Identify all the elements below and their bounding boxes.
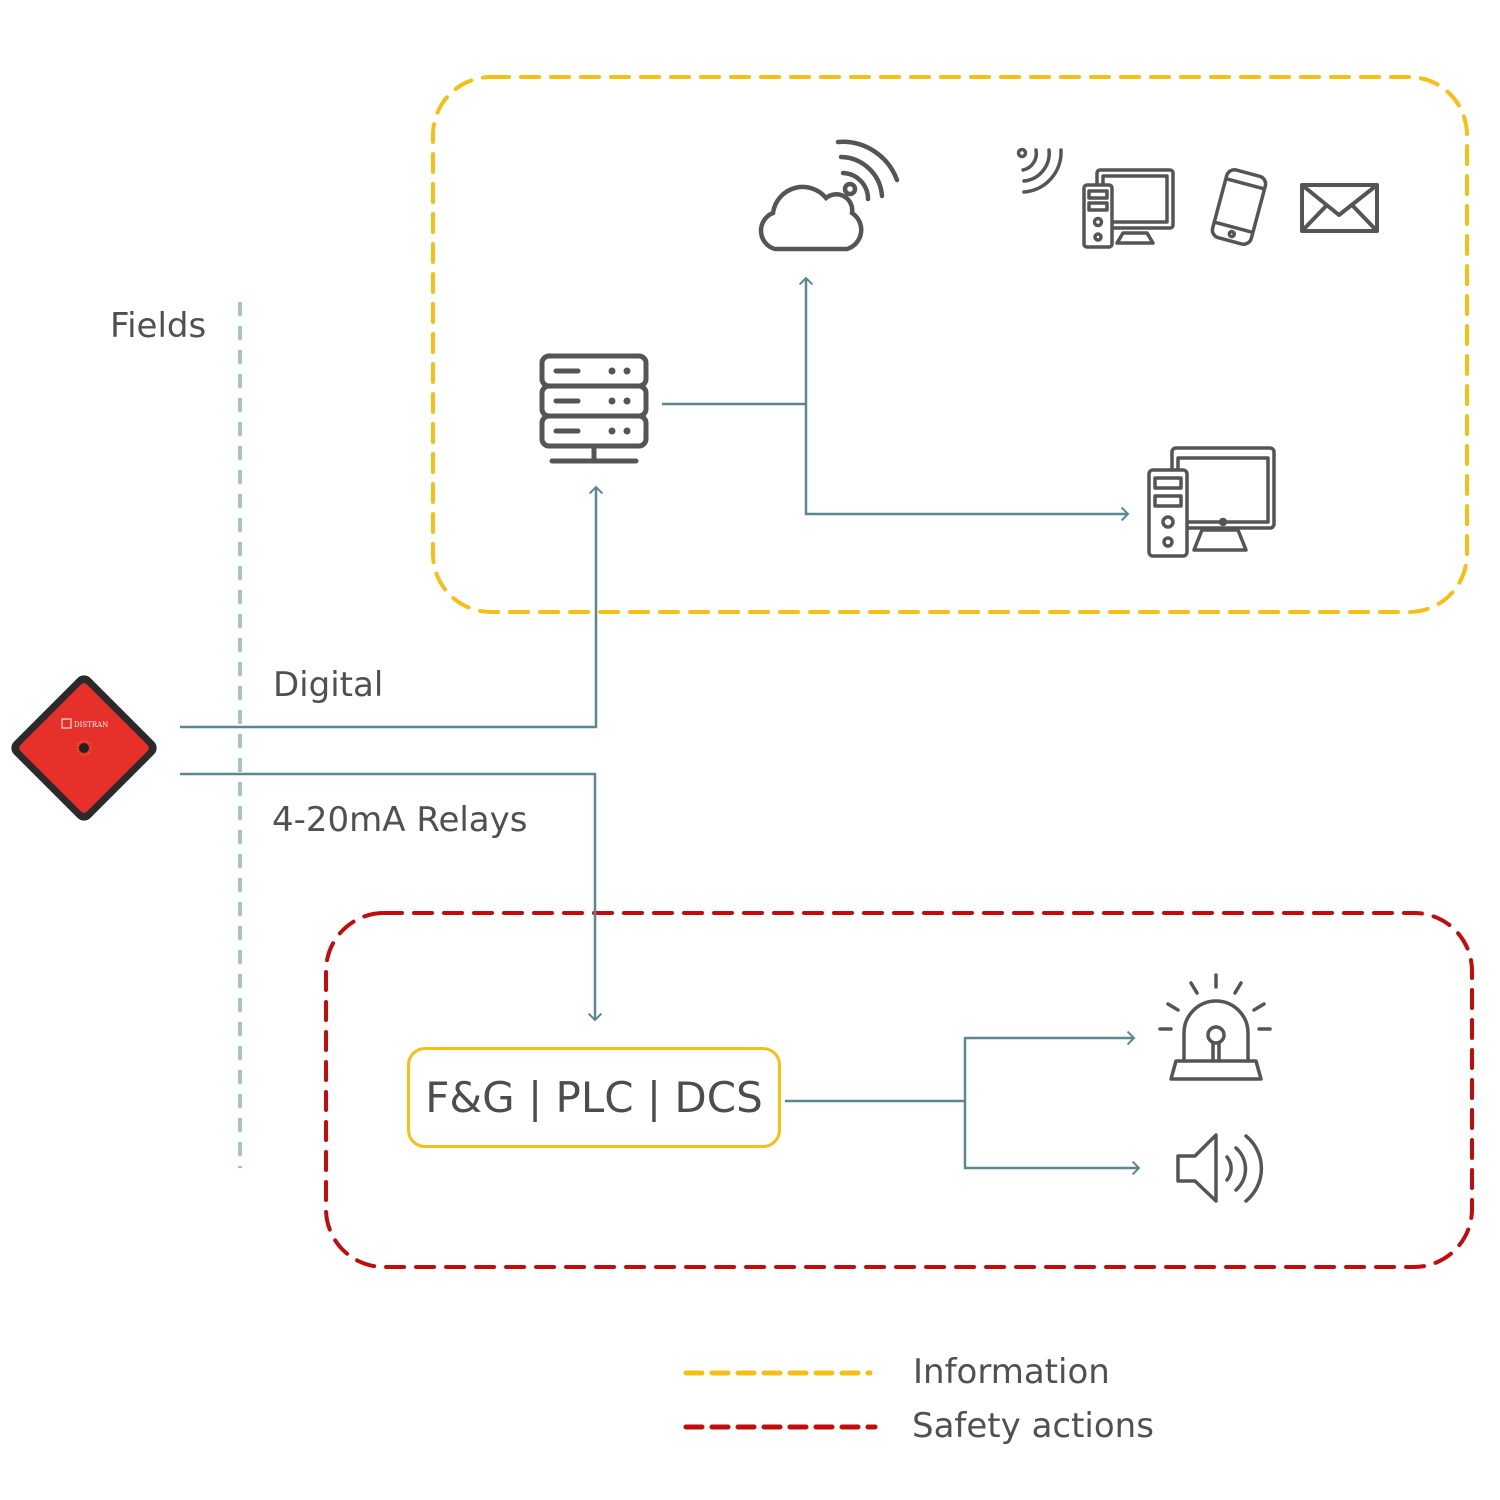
safety-zone-border [324, 911, 1474, 1269]
email-icon [1300, 183, 1379, 233]
relays-label: 4-20mA Relays [272, 800, 528, 840]
digital-connector [180, 485, 604, 729]
wireless-signal-icon [1016, 147, 1063, 194]
cloud-wifi-icon [758, 139, 900, 252]
alarm-beacon-icon [1158, 973, 1272, 1081]
legend-safety-label: Safety actions [912, 1406, 1154, 1446]
device-logo: DISTRAN [61, 718, 108, 729]
smartphone-icon [1210, 168, 1268, 246]
speaker-icon [1176, 1133, 1264, 1203]
desktop-computer-icon [1082, 168, 1175, 249]
beacon-connector [963, 1030, 1136, 1101]
information-zone-border [431, 75, 1469, 614]
server-icon [539, 353, 649, 464]
workstation-connector [804, 404, 1130, 522]
relays-connector [180, 772, 603, 1022]
svg-text:DISTRAN: DISTRAN [74, 721, 108, 729]
controller-box: F&G | PLC | DCS [407, 1047, 781, 1148]
device-lens-icon [79, 743, 89, 753]
gas-leak-detector-device [11, 675, 157, 821]
digital-label: Digital [273, 665, 384, 705]
controller-label: F&G | PLC | DCS [425, 1073, 763, 1122]
speaker-connector [963, 1101, 1141, 1176]
workstation-icon [1147, 446, 1276, 558]
fields-label: Fields [110, 306, 207, 346]
legend-information-label: Information [913, 1352, 1110, 1392]
